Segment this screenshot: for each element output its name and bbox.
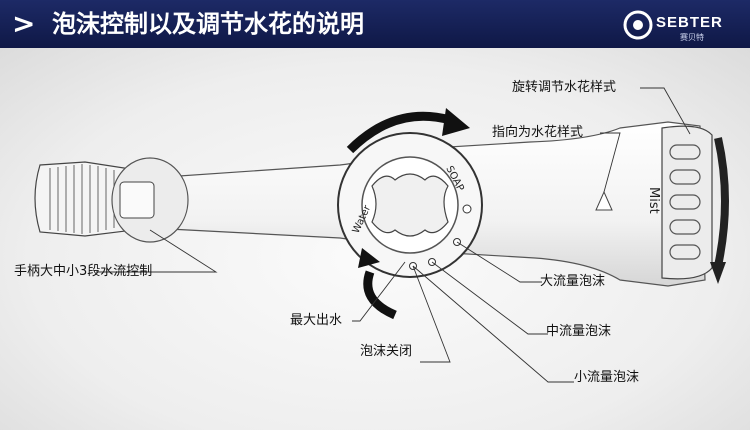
callout-rotate-spray: 旋转调节水花样式 [512, 80, 617, 95]
page-title: 泡沫控制以及调节水花的说明 [52, 10, 364, 38]
callout-leader-lines [96, 87, 691, 383]
callout-pointer: 指向为水花样式 [492, 125, 584, 140]
dial-marker-soap [462, 204, 472, 214]
spray-nozzle [661, 125, 713, 280]
foam-gun-illustration: Mist Water SOAP [34, 87, 729, 383]
chevron-right-icon: > [12, 7, 36, 40]
nozzle-rotate-arrowhead-icon [710, 262, 726, 284]
dial-arrow-top-head-icon [442, 108, 470, 136]
brand-logo: SEBTER 赛贝特 [623, 10, 723, 42]
mist-label: Mist [646, 187, 661, 214]
callout-handle-control: 手柄大中小3段水流控制 [14, 264, 153, 279]
logo-sub-text: 赛贝特 [680, 32, 704, 42]
title-banner: > 泡沫控制以及调节水花的说明 SEBTER 赛贝特 [0, 0, 750, 48]
callout-small-foam: 小流量泡沫 [574, 370, 640, 385]
nozzle-slots [669, 144, 701, 260]
callout-foam-off: 泡沫关闭 [360, 344, 413, 359]
callout-large-foam: 大流量泡沫 [540, 274, 606, 289]
callout-medium-foam: 中流量泡沫 [546, 324, 612, 339]
logo-brand-text: SEBTER [656, 14, 723, 31]
dial-arrow-top [346, 111, 452, 154]
diagram-canvas: Mist Water SOAP 旋转调节水花样式 [0, 48, 750, 430]
callout-max-water: 最大出水 [290, 313, 343, 328]
dial-arrow-bottom-head-icon [358, 248, 380, 268]
handle-valve [119, 181, 155, 219]
dial-arrow-bottom [363, 270, 397, 320]
nozzle-rotate-arrow [714, 137, 729, 267]
foam-dial-grip [371, 173, 449, 237]
handle-grip-ribs [49, 164, 123, 234]
spray-pointer-icon [595, 190, 613, 211]
